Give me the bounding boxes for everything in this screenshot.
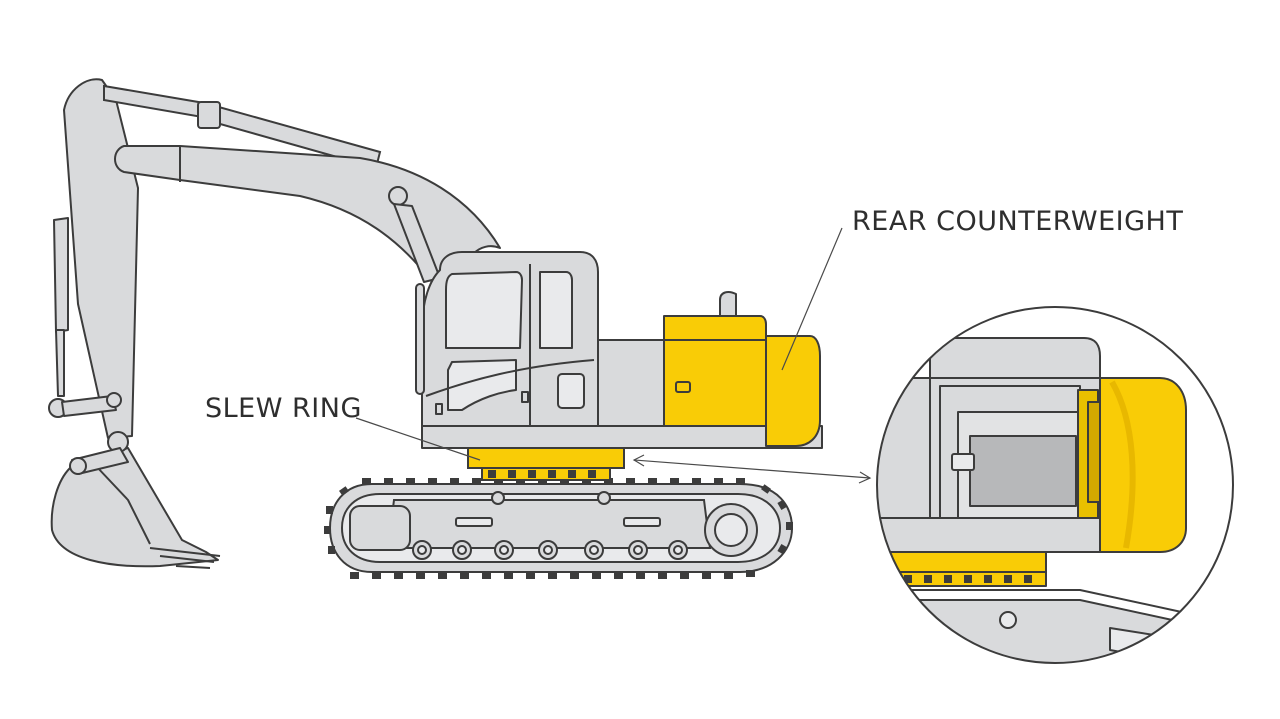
slew-ring-label: SLEW RING [205, 393, 362, 424]
callout-lines [355, 227, 872, 484]
cab-side-window [539, 271, 573, 349]
rear-counterweight-leader [781, 227, 843, 371]
cab-front-window [445, 271, 523, 349]
detail-arrow-head-right [858, 471, 872, 484]
rear-counterweight-closeup [876, 306, 1234, 664]
slew-ring-leader [355, 417, 481, 461]
rear-counterweight [663, 291, 821, 447]
detail-arrow-head-left [632, 454, 645, 467]
upper-house [421, 339, 823, 449]
boom-cylinder [103, 84, 382, 170]
bucket [50, 447, 221, 569]
slew-ring [467, 447, 625, 481]
cab [415, 251, 599, 427]
rear-counterweight-label: REAR COUNTERWEIGHT [852, 206, 1184, 237]
arm [48, 78, 139, 475]
detail-arrow-line [633, 459, 871, 479]
undercarriage [324, 478, 794, 579]
boom [114, 145, 501, 283]
